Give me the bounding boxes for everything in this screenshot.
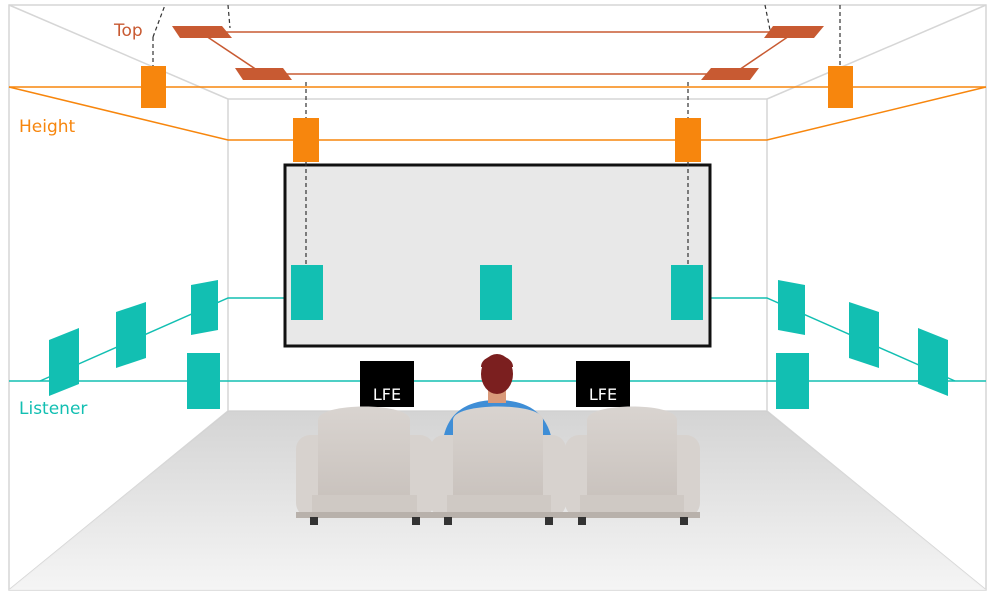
height-layer-lines [8,86,987,141]
speaker-wide-right-3 [918,328,948,396]
height-speaker-front-right [675,118,701,162]
seat-right [565,406,700,525]
top-speaker-rear-right [701,68,759,80]
speaker-wide-left-2 [116,302,146,368]
speaker-wide-left-3 [49,328,79,396]
listener-layer-speakers [49,265,948,409]
label-listener: Listener [19,399,88,419]
seat-center [430,406,566,525]
speaker-side-left [187,353,220,409]
speaker-center [480,265,512,320]
top-speaker-rear-left [235,68,292,80]
speaker-wide-left-1 [191,280,218,335]
top-layer [172,26,824,80]
label-height: Height [19,117,76,137]
seat-left [296,406,434,525]
top-speaker-front-left [172,26,232,38]
height-speaker-side-right [828,66,853,108]
top-speaker-front-right [764,26,824,38]
speaker-drop-lines [152,4,841,265]
subwoofer-left-label: LFE [373,385,401,404]
speaker-front-right [671,265,703,320]
speaker-wide-right-1 [778,280,805,335]
speaker-front-left [291,265,323,320]
height-speaker-side-left [141,66,166,108]
subwoofer-right-label: LFE [589,385,617,404]
height-speaker-front-left [293,118,319,162]
speaker-wide-right-2 [849,302,879,368]
height-layer-speakers [141,66,853,162]
label-top: Top [114,21,143,41]
speaker-side-right [776,353,809,409]
seats [296,406,700,525]
room-edge-top-right [766,4,987,100]
room-edge-top-left [8,4,229,100]
subwoofer-right: LFE [576,361,630,407]
subwoofer-left: LFE [360,361,414,407]
